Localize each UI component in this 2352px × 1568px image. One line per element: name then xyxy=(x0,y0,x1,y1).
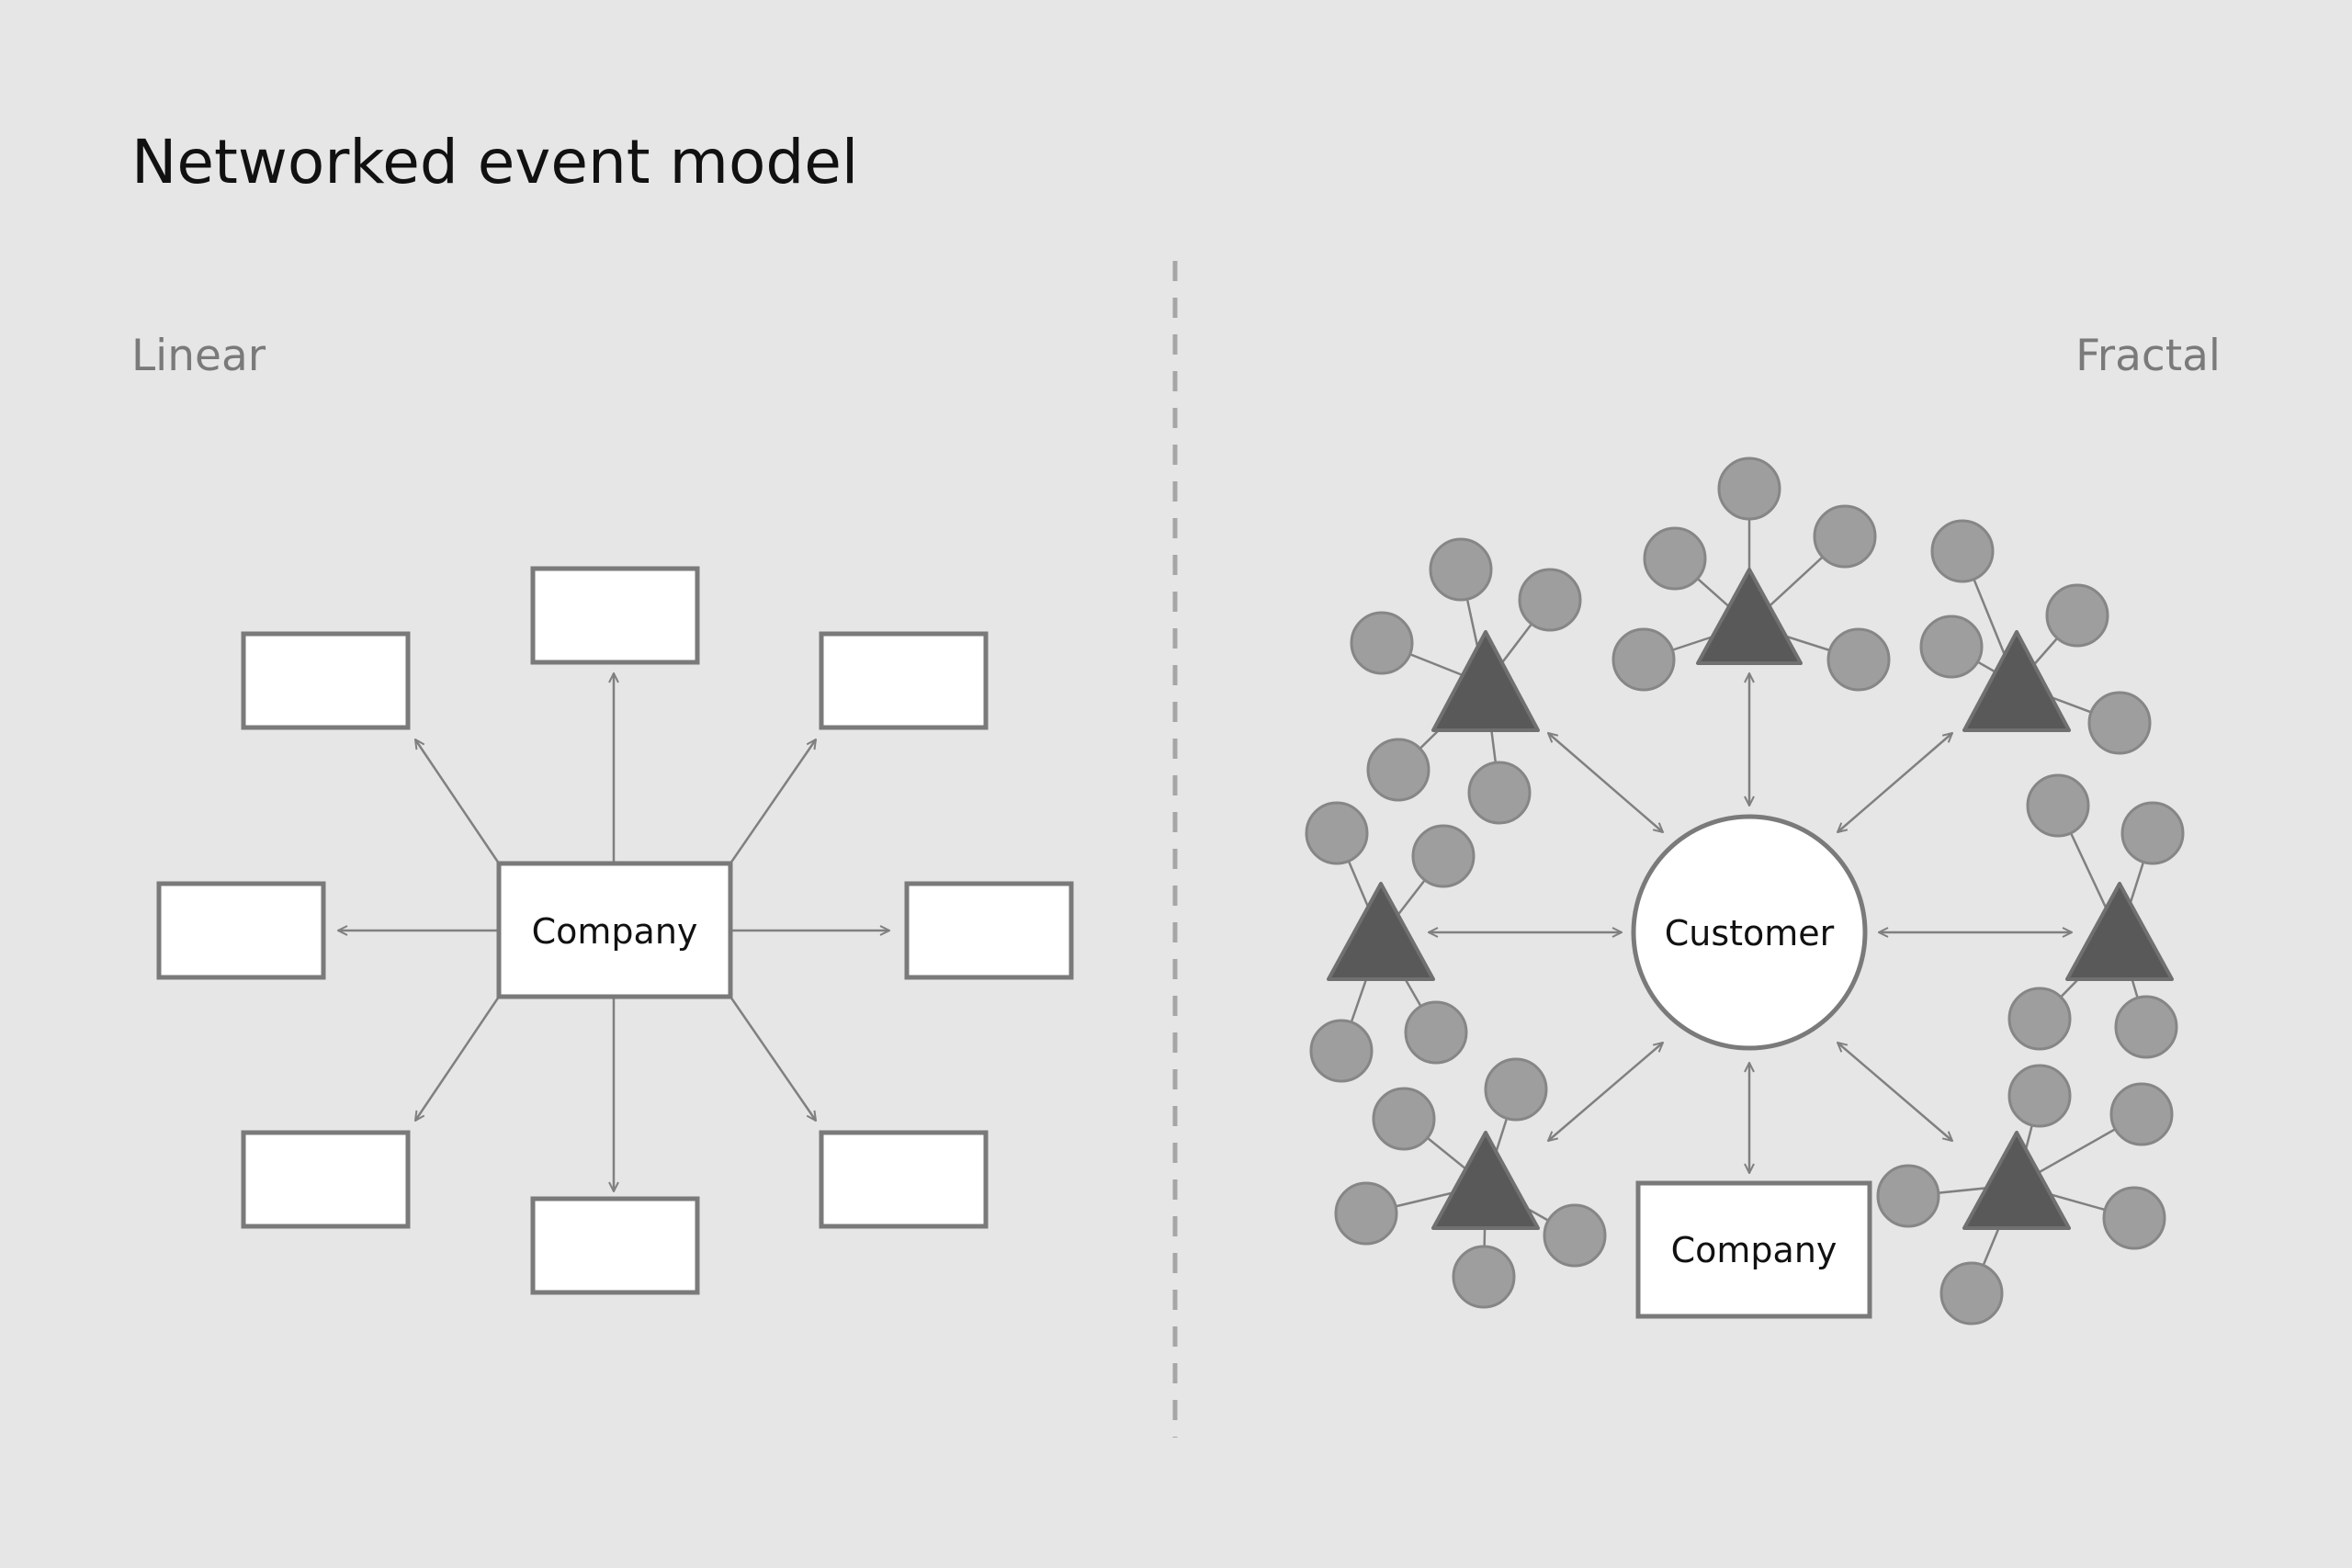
linear-node-top-left xyxy=(241,631,411,730)
linear-node-right xyxy=(904,881,1074,980)
fractal-company-box xyxy=(1635,1180,1872,1319)
fractal-label: Fractal xyxy=(2075,331,2221,381)
satellite-circle xyxy=(2045,583,2109,648)
linear-node-top-right xyxy=(819,631,989,730)
satellite-circle xyxy=(1305,801,1369,865)
satellite-circle xyxy=(1611,627,1676,692)
linear-node-bottom-left xyxy=(241,1130,411,1229)
satellite-circle xyxy=(1813,504,1877,569)
satellite-circle xyxy=(1518,568,1582,632)
fractal-arrow-bottom-left xyxy=(1548,1043,1663,1141)
fractal-company-label: Company xyxy=(1671,1230,1838,1270)
triangle-node-top-right xyxy=(1962,630,2071,732)
satellite-circle xyxy=(1334,1181,1398,1246)
linear-arrow-up-right xyxy=(729,739,816,864)
satellite-circle xyxy=(1826,627,1891,692)
satellite-circle xyxy=(1309,1019,1374,1083)
satellite-circle xyxy=(1366,738,1430,802)
triangle-node-bottom-left xyxy=(1431,1131,1540,1230)
satellite-circle xyxy=(2007,987,2072,1051)
triangle-node-top-left xyxy=(1431,630,1540,732)
satellite-circle xyxy=(2114,995,2178,1059)
satellite-circle xyxy=(2007,1064,2072,1128)
satellite-circle xyxy=(1467,761,1532,825)
fractal-diagram: Customer Company xyxy=(1305,457,2185,1325)
satellite-circle xyxy=(2026,773,2090,838)
linear-arrow-down-right xyxy=(729,996,816,1121)
fractal-arrow-bottom-right xyxy=(1838,1043,1952,1141)
linear-company-box xyxy=(496,861,733,999)
linear-node-top xyxy=(530,566,700,665)
linear-arrow-up-left xyxy=(415,739,501,864)
satellite-circle xyxy=(1452,1245,1516,1309)
linear-node-bottom xyxy=(530,1196,700,1295)
satellite-circle xyxy=(1543,1203,1607,1268)
linear-label: Linear xyxy=(131,331,266,381)
customer-circle xyxy=(1631,814,1868,1051)
satellite-circle xyxy=(1484,1057,1548,1122)
fractal-arrow-top-right xyxy=(1838,733,1952,832)
satellite-circle xyxy=(1930,519,1995,583)
satellite-circle xyxy=(1372,1087,1436,1151)
satellite-circle xyxy=(1404,1000,1468,1065)
satellite-circle xyxy=(1939,1261,2004,1325)
triangle-node-top xyxy=(1696,568,1803,665)
satellite-circle xyxy=(1429,537,1493,602)
satellite-circle xyxy=(1411,824,1476,888)
triangle-node-bottom-right xyxy=(1962,1131,2071,1230)
satellite-circle xyxy=(2102,1186,2166,1250)
satellite-circle xyxy=(1876,1164,1940,1228)
satellite-circle xyxy=(1643,526,1707,591)
satellite-circle xyxy=(2087,691,2152,755)
customer-label: Customer xyxy=(1665,913,1835,953)
satellite-circle xyxy=(1350,611,1414,675)
triangle-node-left xyxy=(1327,882,1435,981)
triangle-node-right xyxy=(2065,882,2174,981)
linear-node-bottom-right xyxy=(819,1130,989,1229)
linear-arrow-down-left xyxy=(415,996,501,1121)
linear-company-label: Company xyxy=(532,911,698,952)
page-title: Networked event model xyxy=(131,127,859,197)
satellite-circle xyxy=(2109,1082,2174,1146)
fractal-arrow-top-left xyxy=(1548,733,1663,832)
linear-diagram: Company xyxy=(156,566,1074,1295)
linear-node-left xyxy=(156,881,326,980)
satellite-circle xyxy=(1717,457,1781,521)
satellite-circle xyxy=(2120,801,2185,865)
satellite-circle xyxy=(1919,615,1984,679)
